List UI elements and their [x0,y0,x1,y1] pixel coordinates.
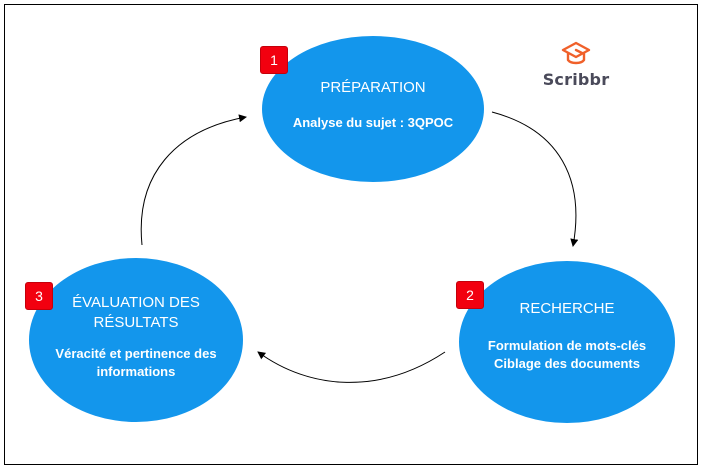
arrow-3-to-1 [140,114,247,246]
step-3-node: ÉVALUATION DES RÉSULTATS Véracité et per… [29,258,243,422]
step-1-badge: 1 [260,46,288,74]
arrow-2-to-3 [257,351,446,383]
step-2-badge: 2 [456,281,484,309]
scribbr-logo: Scribbr [536,40,616,100]
logo-text: Scribbr [542,70,610,89]
step-3-subtitle: Véracité et pertinence des informations [55,345,216,381]
step-2-node: RECHERCHE Formulation de mots-clés Cibla… [459,261,675,423]
step-3-title-line1: ÉVALUATION DES [72,294,200,311]
step-3-subtitle-line1: Véracité et pertinence des [55,346,217,361]
step-1-subtitle: Analyse du sujet : 3QPOC [292,115,454,130]
step-3-title: ÉVALUATION DES RÉSULTATS [72,293,200,333]
step-2-subtitle-line2: Ciblage des documents [494,356,640,371]
step-3-title-line2: RÉSULTATS [93,314,179,331]
step-3-subtitle-line2: informations [96,364,176,379]
step-3-badge: 3 [25,282,53,310]
step-2-title: RECHERCHE [519,300,615,317]
arrow-1-to-2 [491,111,579,247]
step-2-subtitle: Formulation de mots-clés Ciblage des doc… [488,337,646,373]
step-2-subtitle-line1: Formulation de mots-clés [487,338,647,353]
step-1-node: PRÉPARATION Analyse du sujet : 3QPOC [262,36,484,182]
graduation-cap-icon [561,41,591,65]
step-1-title: PRÉPARATION [320,79,426,96]
